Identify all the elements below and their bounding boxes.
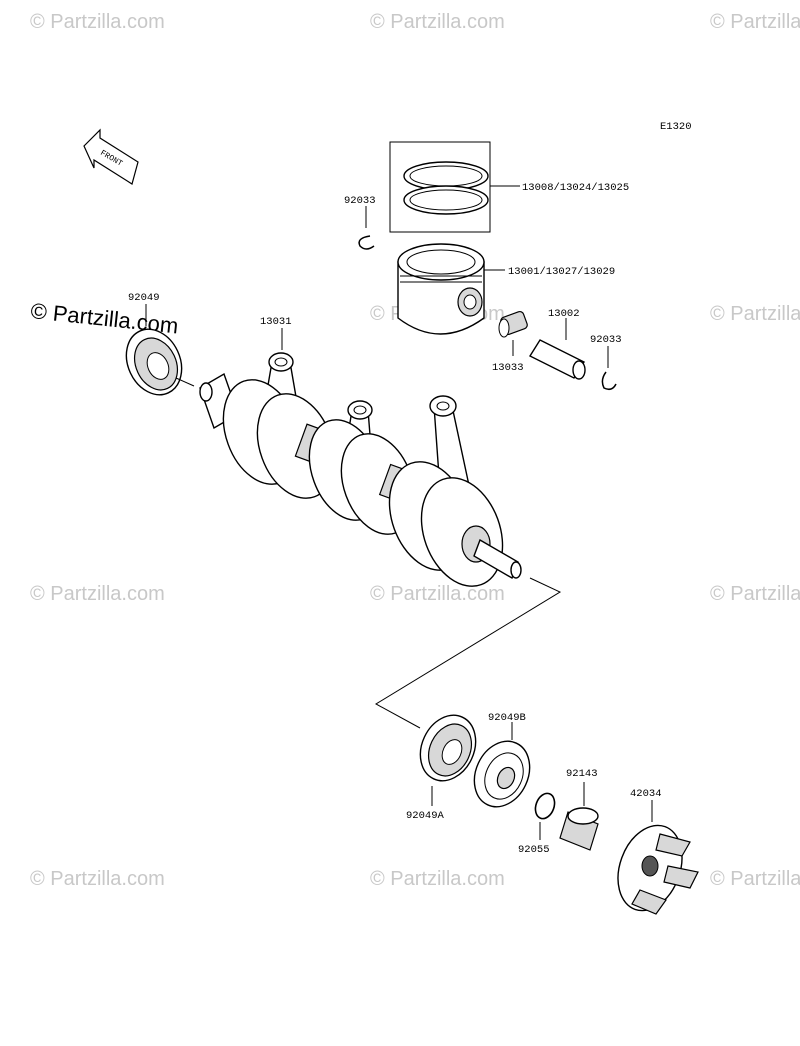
clip-top-left — [358, 206, 375, 250]
part-label-oil-seal-right: 92049A — [406, 810, 445, 822]
oil-seal-left — [125, 304, 195, 396]
part-label-piston-pin: 13002 — [548, 308, 580, 320]
part-label-needle-bearing: 13033 — [492, 362, 524, 374]
piston — [397, 243, 505, 335]
watermark: © Partzilla.com — [30, 868, 165, 890]
part-label-collar: 92143 — [566, 768, 598, 780]
watermark: © Partzilla.com — [710, 303, 800, 325]
part-label-oil-seal-b: 92049B — [488, 712, 526, 724]
piston-rings — [389, 141, 520, 233]
part-label-coupling: 42034 — [630, 788, 662, 800]
crankshaft — [199, 352, 522, 587]
watermark: © Partzilla.com — [30, 583, 165, 605]
part-label-piston: 13001/13027/13029 — [508, 266, 615, 278]
collar — [559, 782, 599, 851]
coupling — [617, 800, 699, 915]
diagram-code: E1320 — [660, 121, 692, 133]
watermark: © Partzilla.com — [370, 868, 505, 890]
part-label-oil-seal-left: 92049 — [128, 292, 160, 304]
watermark: © Partzilla.com — [370, 11, 505, 33]
part-label-conrod: 13031 — [260, 316, 292, 328]
o-ring — [534, 792, 556, 840]
part-label-clip-top-left: 92033 — [344, 195, 376, 207]
watermark: © Partzilla.com — [710, 11, 800, 33]
needle-bearing — [498, 310, 528, 356]
clip-right — [601, 346, 617, 391]
front-arrow-icon: FRONT — [83, 128, 139, 185]
oil-seal-right — [419, 714, 477, 806]
part-label-clip-right: 92033 — [590, 334, 622, 346]
watermark: © Partzilla.com — [710, 868, 800, 890]
watermark: © Partzilla.com — [370, 583, 505, 605]
leader-line — [374, 577, 562, 729]
watermark: © Partzilla.com — [710, 583, 800, 605]
watermark: © Partzilla.com — [30, 11, 165, 33]
part-label-piston-rings: 13008/13024/13025 — [522, 182, 629, 194]
oil-seal-b — [473, 722, 531, 808]
piston-pin — [528, 318, 586, 380]
part-label-o-ring: 92055 — [518, 844, 550, 856]
